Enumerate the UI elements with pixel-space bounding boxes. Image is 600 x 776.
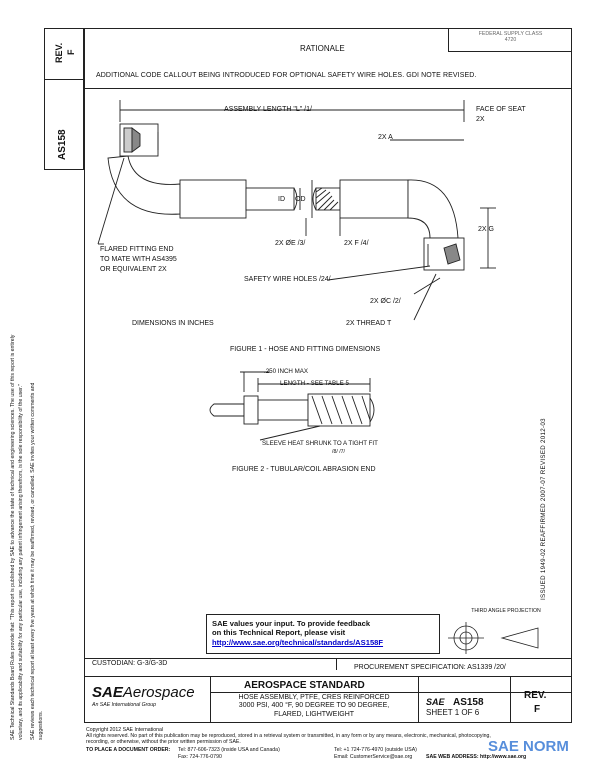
copyright: Copyright 2012 SAE International [86,727,163,733]
title-block-subline [210,692,572,693]
issue-dates: ISSUED 1949-02 REAFFIRMED 2007-07 REVISE… [540,418,547,600]
figure2-caption: FIGURE 2 - TUBULAR/COIL ABRASION END [232,466,376,473]
assembly-length-label: ASSEMBLY LENGTH "L" /1/ [224,106,312,113]
disclaimer-line-3: SAE reviews each technical report at lea… [30,382,36,740]
federal-class-value: 4720 [504,37,517,43]
sheet-label: SHEET 1 OF 6 [426,708,480,717]
rev-label: REV. [524,690,547,701]
flared-note-line-2: TO MATE WITH AS4395 [100,256,177,263]
drawing-frame [84,28,572,723]
face-of-seat-label: FACE OF SEAT [476,106,526,113]
side-doc-id: AS158 [57,129,68,160]
description-line-2: 3000 PSI, 400 °F, 90 DEGREE TO 90 DEGREE… [238,702,390,710]
flared-note-line-1: FLARED FITTING END [100,246,174,253]
rights-line-1: All rights reserved. No part of this pub… [86,733,491,739]
disclaimer-line-4: suggestions. [38,710,44,740]
side-rev-value: F [66,49,76,56]
dim-2x-a: 2X A [378,134,393,141]
third-angle-label: THIRD ANGLE PROJECTION [471,608,541,614]
doc-number-id: AS158 [452,697,484,708]
order-label: TO PLACE A DOCUMENT ORDER: [86,747,171,753]
rationale-text: ADDITIONAL CODE CALLOUT BEING INTRODUCED… [96,72,477,79]
dim-2x-f: 2X F /4/ [344,240,369,247]
rationale-label: RATIONALE [300,44,345,53]
doc-number: SAE AS158 [426,692,484,710]
custodian-separator [336,658,337,670]
federal-class-box: FEDERAL SUPPLY CLASS 4720 [448,28,572,52]
disclaimer-line-2: voluntary, and its applicability and sui… [18,384,24,740]
feedback-line-1: SAE values your input. To provide feedba… [212,619,371,628]
safety-wire-label: SAFETY WIRE HOLES /24/ [244,276,331,283]
dim-2x-c: 2X ØC /2/ [370,298,401,305]
title-block-sep-1 [210,676,211,723]
standard-description: HOSE ASSEMBLY, PTFE, CRES REINFORCED 300… [210,694,418,719]
feedback-box: SAE values your input. To provide feedba… [206,614,440,654]
custodian-label: CUSTODIAN: G-3/G-3D [92,660,168,667]
od-label: OD [295,196,306,203]
description-line-1: HOSE ASSEMBLY, PTFE, CRES REINFORCED [238,694,390,701]
rationale-divider [84,88,572,89]
doc-number-sae: SAE [426,697,445,707]
thread-label: 2X THREAD T [346,320,392,327]
feedback-link[interactable]: http://www.sae.org/technical/standards/A… [212,637,384,647]
logo-aerospace: Aerospace [122,684,195,701]
web-address: SAE WEB ADDRESS: http://www.sae.org [426,754,527,760]
rights-line-2: recording, or otherwise, without the pri… [86,739,241,745]
logo-sae: SAE [92,684,123,701]
dim-2x-e: 2X ØE /3/ [275,240,306,247]
title-block-top [84,676,572,677]
sae-norm-watermark: SAE NORM [488,738,569,755]
dim-2x-g: 2X G [478,226,494,233]
side-rev-box: REV. F [44,28,84,80]
description-line-3: FLARED, LIGHTWEIGHT [273,710,355,718]
federal-class-label: FEDERAL SUPPLY CLASS [478,31,543,37]
figure1-drawing [97,100,496,321]
title-block-sep-3 [510,676,511,723]
face-of-seat-2x: 2X [476,116,485,123]
logo-subtitle: An SAE International Group [92,702,157,708]
projection-symbol-icon [448,622,539,654]
rev-value: F [534,704,541,715]
sleeve-ref: /8/ /7/ [332,449,345,455]
feedback-line-2: on this Technical Report, please visit [212,628,346,638]
standard-title: AEROSPACE STANDARD [244,680,365,691]
sae-aerospace-logo: SAEAerospace An SAE International Group [92,684,195,708]
custodian-divider-top [84,658,572,659]
flared-note-line-3: OR EQUIVALENT 2X [100,266,167,273]
dimensions-note: DIMENSIONS IN INCHES [132,320,214,327]
figure2-drawing [209,371,375,441]
email: Email: CustomerService@sae.org [334,754,413,760]
tel-inside: Tel: 877-606-7323 (inside USA and Canada… [178,747,280,753]
side-docid-box: AS158 [44,80,84,170]
disclaimer-line-1: SAE Technical Standards Board Rules prov… [10,334,16,740]
max-label: .250 INCH MAX [264,368,309,375]
tel-outside: Tel: +1 724-776-4970 (outside USA) [334,747,417,753]
title-block-sep-2 [418,676,419,723]
fax: Fax: 724-776-0790 [178,754,222,760]
procurement-label: PROCUREMENT SPECIFICATION: AS1339 /20/ [354,664,506,671]
third-angle-projection: THIRD ANGLE PROJECTION [440,604,572,658]
length-label: LENGTH - SEE TABLE 5 [280,380,349,387]
id-label: ID [278,196,285,203]
side-rev-label: REV. [54,42,64,63]
sleeve-label: SLEEVE HEAT SHRUNK TO A TIGHT FIT [262,440,378,447]
figure1-caption: FIGURE 1 - HOSE AND FITTING DIMENSIONS [230,346,381,353]
